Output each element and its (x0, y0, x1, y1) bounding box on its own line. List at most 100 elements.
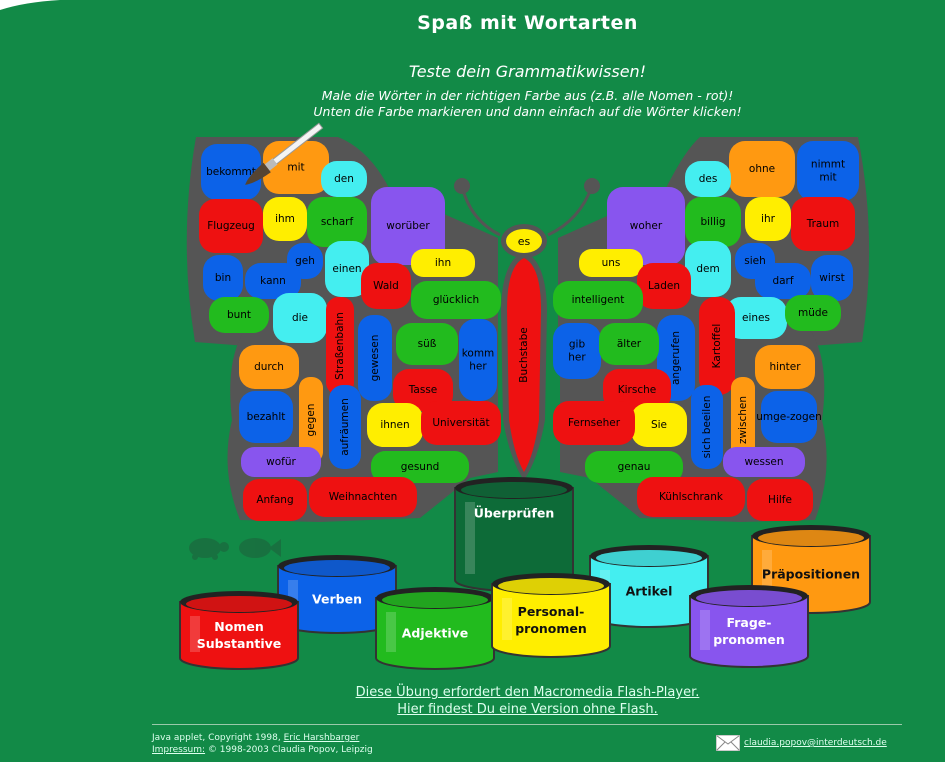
word-tile-shape[interactable] (201, 144, 261, 200)
word-tile-shape[interactable] (367, 403, 423, 447)
word-tile-die[interactable]: die (273, 293, 327, 343)
word-tile-glücklich[interactable]: glücklich (411, 281, 501, 319)
word-tile-shape[interactable] (309, 477, 417, 517)
word-tile-shape[interactable] (723, 447, 805, 477)
word-tile-wirst[interactable]: wirst (811, 255, 853, 301)
word-tile-shape[interactable] (506, 229, 542, 253)
word-tile-uns[interactable]: uns (579, 249, 643, 277)
word-tile-einen[interactable]: einen (325, 241, 369, 297)
word-tile-wessen[interactable]: wessen (723, 447, 805, 477)
word-tile-durch[interactable]: durch (239, 345, 299, 389)
word-tile-shape[interactable] (241, 447, 321, 477)
word-tile-shape[interactable] (791, 197, 855, 251)
pot-body[interactable] (491, 583, 611, 658)
word-tile-umge-zogen[interactable]: umge-zogen (756, 391, 822, 443)
word-tile-shape[interactable] (209, 297, 269, 333)
pot-body[interactable] (689, 595, 809, 668)
impressum-link[interactable]: Impressum: (152, 745, 206, 755)
word-tile-shape[interactable] (745, 197, 791, 241)
word-tile-shape[interactable] (755, 345, 815, 389)
word-tile-ihm[interactable]: ihm (263, 197, 307, 241)
word-tile-straßenbahn[interactable]: Straßenbahn (326, 297, 354, 395)
word-tile-shape[interactable] (411, 281, 501, 319)
word-tile-laden[interactable]: Laden (637, 263, 691, 309)
paint-pot-artikel[interactable]: Artikel (589, 545, 709, 628)
word-tile-shape[interactable] (326, 297, 354, 395)
pot-body[interactable] (179, 601, 299, 670)
word-tile-aufräumen[interactable]: aufräumen (329, 385, 361, 469)
word-tile-bin[interactable]: bin (203, 255, 243, 301)
word-tile-bezahlt[interactable]: bezahlt (239, 391, 293, 443)
word-tile-shape[interactable] (637, 477, 745, 517)
word-tile-shape[interactable] (203, 255, 243, 301)
word-tile-kann[interactable]: kann (245, 263, 301, 299)
paint-pot-check[interactable]: Überprüfen (454, 477, 574, 592)
word-tile-gegen[interactable]: gegen (299, 377, 323, 463)
word-tile-shape[interactable] (761, 391, 817, 443)
word-tile-shape[interactable] (699, 297, 735, 395)
word-tile-shape[interactable] (797, 141, 859, 201)
word-tile-shape[interactable] (393, 369, 453, 411)
word-tile-worüber[interactable]: worüber (371, 187, 445, 265)
word-tile-kühlschrank[interactable]: Kühlschrank (637, 477, 745, 517)
word-tile-shape[interactable] (603, 369, 671, 411)
paint-pot-adjektive[interactable]: Adjektive (375, 587, 495, 670)
word-tile-sich-beeilen[interactable]: sich beeilen (691, 385, 723, 469)
word-tile-traum[interactable]: Traum (791, 197, 855, 251)
no-flash-version-link[interactable]: Hier findest Du eine Version ohne Flash. (397, 702, 658, 717)
word-tile-shape[interactable] (585, 451, 683, 483)
word-tile-shape[interactable] (245, 263, 301, 299)
word-tile-shape[interactable] (553, 281, 643, 319)
word-tile-shape[interactable] (371, 451, 469, 483)
word-tile-shape[interactable] (685, 241, 731, 297)
word-tile-shape[interactable] (411, 249, 475, 277)
word-tile-shape[interactable] (811, 255, 853, 301)
word-tile-ihnen[interactable]: ihnen (367, 403, 423, 447)
word-tile-shape[interactable] (553, 323, 601, 379)
word-tile-den[interactable]: den (321, 161, 367, 197)
word-tile-shape[interactable] (685, 197, 741, 247)
word-tile-shape[interactable] (459, 319, 497, 401)
pot-body[interactable] (375, 597, 495, 670)
word-tile-buchstabe[interactable]: Buchstabe (507, 258, 541, 472)
word-tile-darf[interactable]: darf (755, 263, 811, 299)
word-tile-intelligent[interactable]: intelligent (553, 281, 643, 319)
word-tile-shape[interactable] (199, 199, 263, 253)
word-tile-hinter[interactable]: hinter (755, 345, 815, 389)
word-tile-shape[interactable] (396, 323, 458, 365)
word-tile-woher[interactable]: woher (607, 187, 685, 265)
word-tile-gewesen[interactable]: gewesen (358, 315, 392, 401)
word-tile-shape[interactable] (631, 403, 687, 447)
word-tile-shape[interactable] (685, 161, 731, 197)
word-tile-sie[interactable]: Sie (631, 403, 687, 447)
word-tile-shape[interactable] (299, 377, 323, 463)
word-tile-shape[interactable] (321, 161, 367, 197)
word-tile-es[interactable]: es (506, 229, 542, 253)
word-tile-müde[interactable]: müde (785, 295, 841, 331)
word-tile-fernseher[interactable]: Fernseher (553, 401, 635, 445)
word-tile-flugzeug[interactable]: Flugzeug (199, 199, 263, 253)
word-tile-shape[interactable] (239, 345, 299, 389)
word-tile-shape[interactable] (239, 391, 293, 443)
email-link[interactable]: claudia.popov@interdeutsch.de (744, 738, 887, 748)
word-tile-eines[interactable]: eines (725, 297, 787, 339)
word-tile-shape[interactable] (329, 385, 361, 469)
word-tile-hilfe[interactable]: Hilfe (747, 479, 813, 521)
word-tile-scharf[interactable]: scharf (307, 197, 367, 247)
word-tile-dem[interactable]: dem (685, 241, 731, 297)
word-tile-gesund[interactable]: gesund (371, 451, 469, 483)
word-tile-ohne[interactable]: ohne (729, 141, 795, 197)
word-tile-shape[interactable] (637, 263, 691, 309)
word-tile-shape[interactable] (553, 401, 635, 445)
word-tile-älter[interactable]: älter (599, 323, 659, 365)
email-contact[interactable]: claudia.popov@interdeutsch.de (716, 735, 887, 751)
word-tile-shape[interactable] (747, 479, 813, 521)
word-tile-shape[interactable] (725, 297, 787, 339)
word-tile-shape[interactable] (729, 141, 795, 197)
paint-pot-fragepronomen[interactable]: Frage-pronomen (689, 585, 809, 668)
